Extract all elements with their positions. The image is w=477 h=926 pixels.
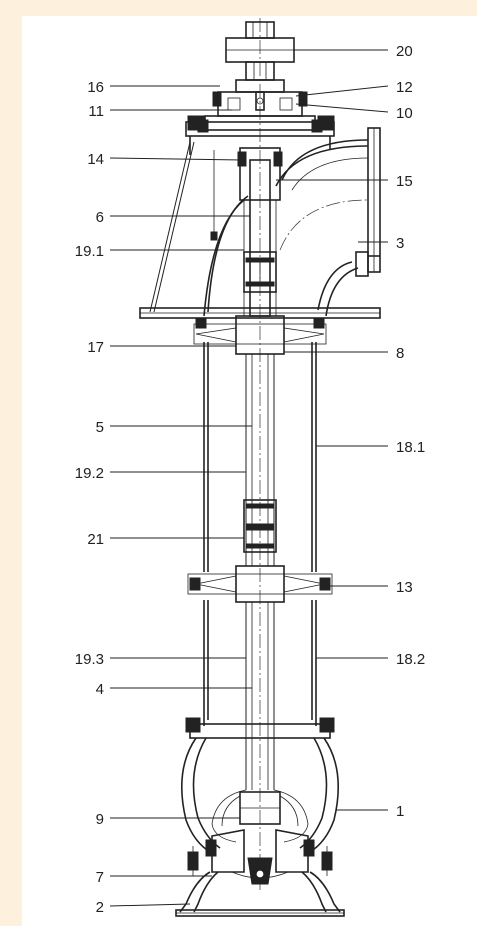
callout-14: 14 bbox=[87, 151, 104, 168]
callout-8: 8 bbox=[396, 345, 404, 362]
discharge-head-body bbox=[139, 141, 381, 319]
callout-1: 1 bbox=[396, 803, 404, 820]
callout-labels: 20 12 10 15 3 8 18.1 13 18.2 1 16 11 14 … bbox=[75, 43, 425, 916]
callout-16: 16 bbox=[87, 79, 104, 96]
callout-10: 10 bbox=[396, 105, 413, 122]
callout-9: 9 bbox=[96, 811, 104, 828]
callout-15: 15 bbox=[396, 173, 413, 190]
shaft-tube bbox=[245, 354, 275, 790]
column-pipe bbox=[203, 342, 317, 720]
bowl-flange bbox=[185, 717, 335, 739]
callout-2: 2 bbox=[96, 899, 104, 916]
callout-18-2: 18.2 bbox=[396, 651, 425, 668]
callout-4: 4 bbox=[96, 681, 104, 698]
leader-lines bbox=[109, 49, 389, 907]
callout-7: 7 bbox=[96, 869, 104, 886]
discharge-elbow bbox=[275, 127, 381, 317]
callout-11: 11 bbox=[88, 103, 104, 120]
callout-12: 12 bbox=[396, 79, 413, 96]
callout-3: 3 bbox=[396, 235, 404, 252]
callout-18-1: 18.1 bbox=[396, 439, 425, 456]
column-flange-upper bbox=[193, 315, 327, 355]
callout-19-2: 19.2 bbox=[75, 465, 104, 482]
discharge-head-top bbox=[185, 115, 335, 155]
callout-20: 20 bbox=[396, 43, 413, 60]
callout-19-1: 19.1 bbox=[75, 243, 104, 260]
shaft-coupling bbox=[243, 499, 277, 553]
impeller bbox=[187, 829, 333, 885]
callout-13: 13 bbox=[396, 579, 413, 596]
column-flange-lower bbox=[187, 565, 333, 603]
callout-19-3: 19.3 bbox=[75, 651, 104, 668]
callout-5: 5 bbox=[96, 419, 104, 436]
callout-6: 6 bbox=[96, 209, 104, 226]
callout-17: 17 bbox=[87, 339, 104, 356]
callout-21: 21 bbox=[87, 531, 104, 548]
